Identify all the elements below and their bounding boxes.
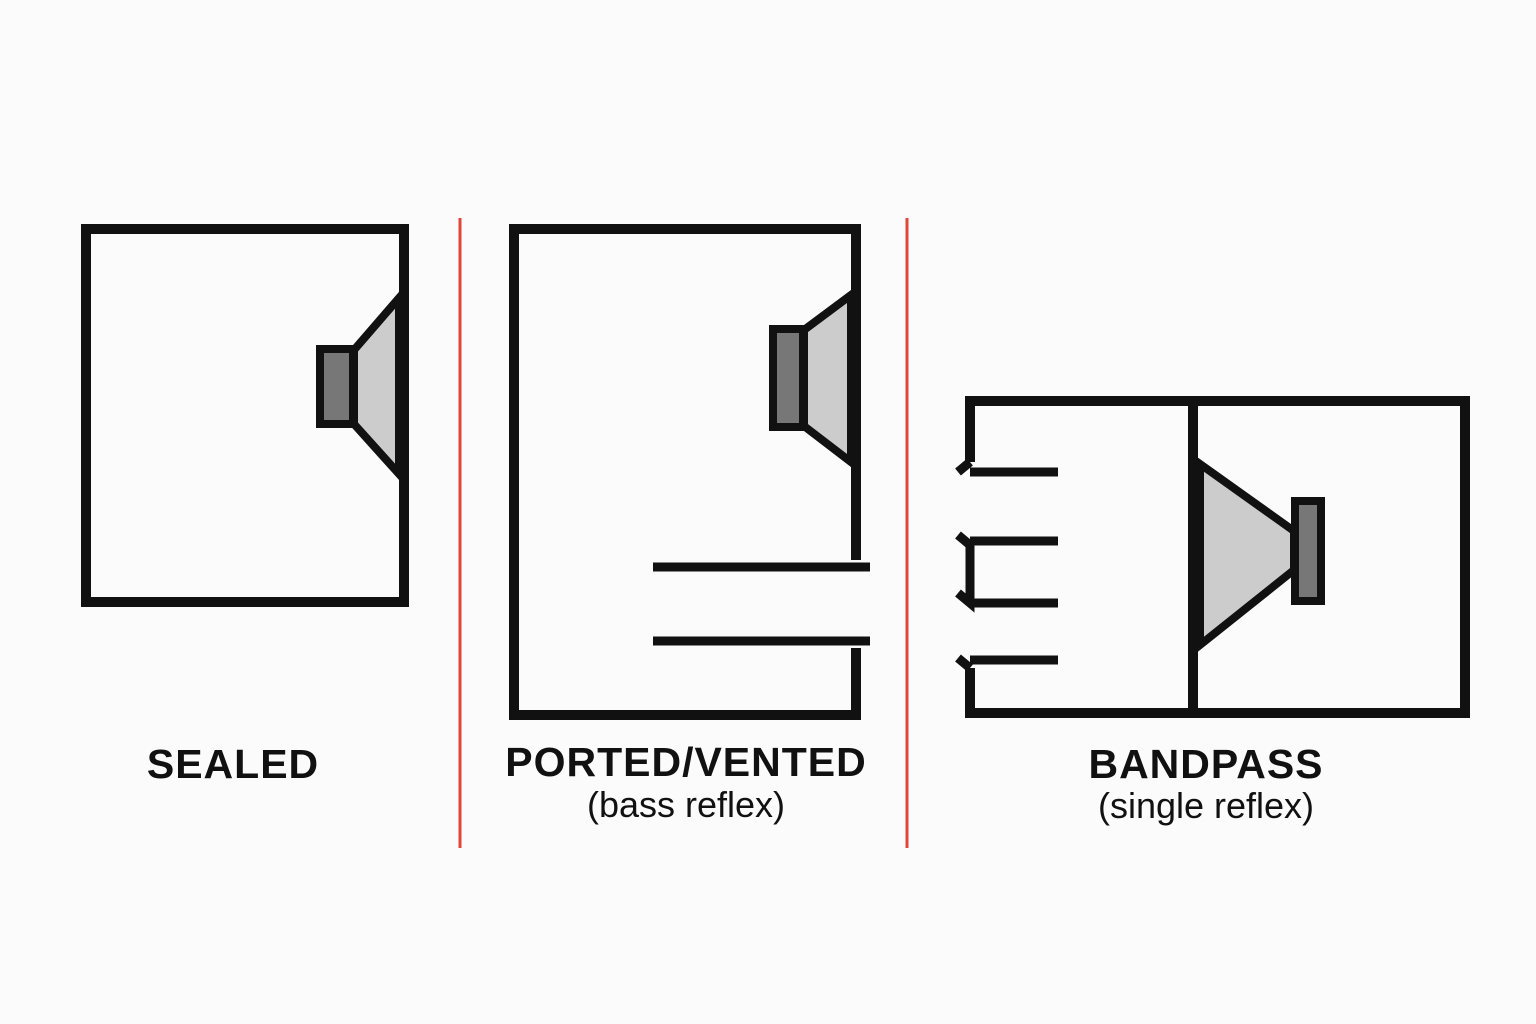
sealed-box bbox=[81, 224, 409, 607]
speaker-driver-icon bbox=[769, 287, 855, 471]
bandpass-subtitle: (single reflex) bbox=[1097, 785, 1315, 826]
sealed-title: SEALED bbox=[146, 741, 320, 787]
ported-title: PORTED/VENTED bbox=[505, 739, 867, 785]
bandpass-ports bbox=[955, 458, 1058, 672]
ported-enclosure bbox=[509, 224, 870, 720]
bandpass-title: BANDPASS bbox=[1088, 741, 1324, 787]
ported-subtitle: (bass reflex) bbox=[586, 784, 786, 825]
sealed-enclosure bbox=[81, 224, 409, 607]
speaker-driver-icon bbox=[1196, 456, 1325, 654]
ported-box bbox=[509, 224, 861, 720]
speaker-driver-icon bbox=[316, 287, 403, 485]
bandpass-box bbox=[965, 396, 1470, 718]
bandpass-enclosure bbox=[955, 396, 1470, 718]
